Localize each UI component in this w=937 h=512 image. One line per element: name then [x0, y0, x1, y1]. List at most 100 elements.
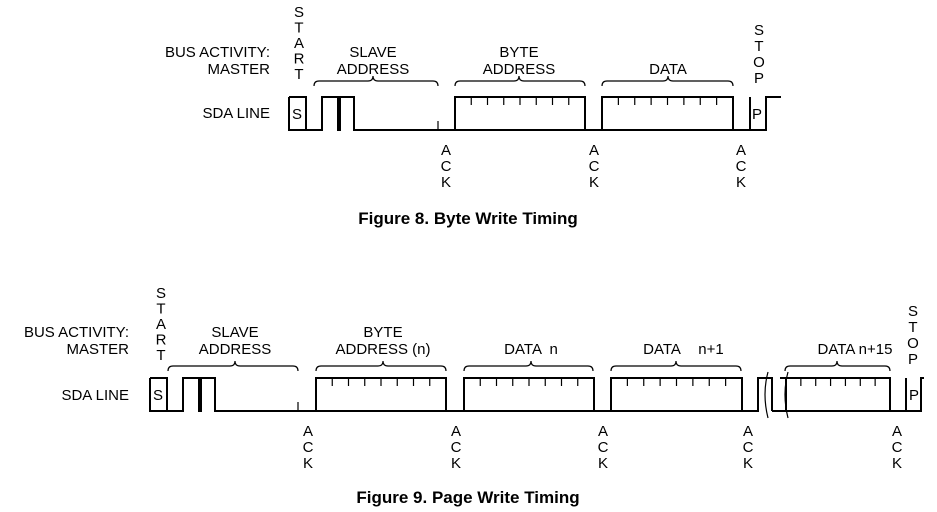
data-n-label: DATA n	[504, 341, 558, 358]
vertical-letter: K	[598, 455, 608, 472]
vertical-letter: A	[598, 423, 608, 440]
slave-address-brace	[167, 360, 299, 372]
stop-bit-p: P	[909, 387, 919, 404]
data-n1-brace	[610, 360, 742, 372]
ack-label-2: ACK	[451, 423, 462, 472]
ack-label-5: ACK	[892, 423, 903, 472]
vertical-letter: K	[736, 174, 746, 191]
vertical-letter: A	[589, 142, 599, 159]
vertical-letter: A	[736, 142, 746, 159]
vertical-letter: K	[451, 455, 461, 472]
sda-line-label: SDA LINE	[202, 105, 270, 122]
vertical-letter: T	[908, 319, 917, 336]
master-label: MASTER	[207, 61, 270, 78]
vertical-letter: C	[598, 439, 609, 456]
data-n1-bit-ticks	[626, 378, 727, 386]
sda-line-label: SDA LINE	[61, 387, 129, 404]
vertical-letter: C	[589, 158, 600, 175]
byte-address-brace	[454, 75, 586, 87]
stop-bit-p: P	[752, 106, 762, 123]
data-label: DATA	[649, 61, 687, 78]
vertical-letter: T	[294, 20, 303, 37]
figure-9-caption: Figure 9. Page Write Timing	[356, 488, 579, 507]
slave-address-label-line2: ADDRESS	[337, 61, 410, 78]
vertical-letter: A	[156, 316, 166, 333]
vertical-letter: S	[908, 303, 918, 320]
data-n15-label: DATA n+15	[818, 341, 893, 358]
data-n-bit-ticks	[479, 378, 579, 386]
byte-address-brace	[315, 360, 447, 372]
vertical-letter: C	[892, 439, 903, 456]
vertical-letter: P	[754, 70, 764, 87]
vertical-letter: A	[303, 423, 313, 440]
sda-waveform-address	[289, 96, 455, 131]
ack-label-1: ACK	[441, 142, 452, 191]
data-n15-brace	[784, 360, 891, 372]
byte-address-label-line1: BYTE	[499, 44, 538, 61]
data-n15-bit-ticks	[800, 378, 876, 386]
byte-address-bit-ticks	[331, 378, 431, 386]
vertical-letter: S	[294, 4, 304, 21]
sda-start-edge	[288, 97, 306, 131]
vertical-letter: O	[753, 54, 765, 71]
vertical-letter: C	[451, 439, 462, 456]
slave-address-label-line1: SLAVE	[349, 44, 396, 61]
vertical-letter: A	[743, 423, 753, 440]
byte-address-label-line1: BYTE	[363, 324, 402, 341]
vertical-letter: K	[303, 455, 313, 472]
ack-label-1: ACK	[303, 423, 314, 472]
data-n1-label-data: DATA	[643, 341, 681, 358]
vertical-letter: S	[156, 285, 166, 302]
sda-waveform-address	[150, 377, 316, 412]
ack-label-3: ACK	[736, 142, 747, 191]
data-brace	[601, 75, 734, 87]
slave-address-brace	[313, 75, 439, 87]
data-bit-ticks	[617, 97, 718, 105]
vertical-letter: O	[907, 335, 919, 352]
continuation-pulse	[742, 377, 773, 412]
vertical-letter: R	[294, 51, 305, 68]
bus-activity-label: BUS ACTIVITY:	[165, 44, 270, 61]
sda-start-edge	[149, 378, 167, 412]
vertical-letter: K	[892, 455, 902, 472]
slave-address-label-line2: ADDRESS	[199, 341, 272, 358]
vertical-letter: C	[736, 158, 747, 175]
bus-activity-label: BUS ACTIVITY:	[24, 324, 129, 341]
vertical-letter: P	[908, 351, 918, 368]
byte-address-label-line2: ADDRESS	[483, 61, 556, 78]
master-label: MASTER	[66, 341, 129, 358]
byte-address-bit-ticks	[470, 97, 570, 105]
slave-address-label-line1: SLAVE	[211, 324, 258, 341]
vertical-letter: A	[892, 423, 902, 440]
byte-address-frame	[315, 377, 447, 412]
break-mark-left	[764, 371, 769, 419]
vertical-letter: C	[303, 439, 314, 456]
vertical-letter: K	[743, 455, 753, 472]
vertical-letter: A	[294, 35, 304, 52]
ack-label-3: ACK	[598, 423, 609, 472]
data-n-brace	[463, 360, 594, 372]
vertical-letter: K	[589, 174, 599, 191]
vertical-letter: A	[451, 423, 461, 440]
vertical-letter: S	[754, 22, 764, 39]
vertical-letter: T	[156, 347, 165, 364]
start-bit-s: S	[153, 387, 163, 404]
start-bit-s: S	[292, 106, 302, 123]
sda-stop-edge	[733, 96, 781, 131]
data-n15-frame	[785, 377, 891, 412]
vertical-letter: T	[754, 38, 763, 55]
vertical-letter: C	[743, 439, 754, 456]
vertical-letter: K	[441, 174, 451, 191]
vertical-letter: R	[156, 332, 167, 349]
vertical-letter: C	[441, 158, 452, 175]
ack-label-2: ACK	[589, 142, 600, 191]
vertical-letter: T	[294, 66, 303, 83]
byte-address-label-line2: ADDRESS (n)	[335, 341, 430, 358]
vertical-letter: T	[156, 301, 165, 318]
